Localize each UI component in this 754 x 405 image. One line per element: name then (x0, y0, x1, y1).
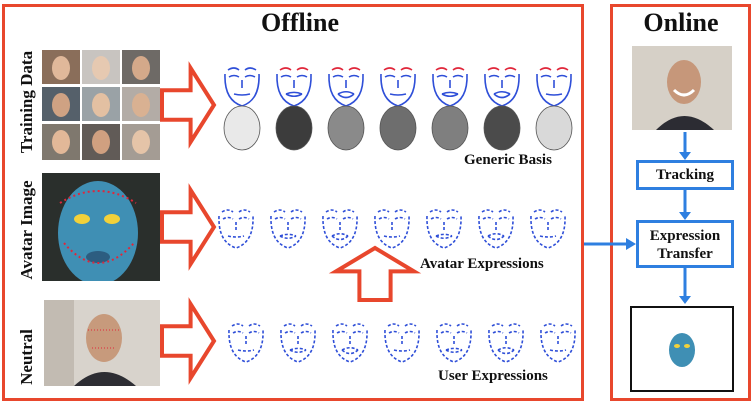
caption-avatar-expressions: Avatar Expressions (420, 256, 544, 272)
online-result-frame (630, 306, 734, 392)
avatar-expression-sketch-1 (218, 209, 254, 249)
avatar-expression-sketch-5 (426, 209, 462, 249)
avatar-image (42, 173, 160, 281)
generic-basis-grayscale-face-3 (327, 105, 365, 151)
offline-title: Offline (261, 8, 339, 37)
step-3-arrow (160, 297, 217, 385)
user-expression-sketch-7 (540, 323, 576, 363)
generic-basis-sketch-7 (536, 67, 572, 107)
neutral-user-photo (44, 300, 160, 386)
caption-user-expressions: User Expressions (438, 368, 548, 384)
generic-basis-sketch-3 (328, 67, 364, 107)
offline-panel (2, 4, 584, 401)
caption-generic-basis: Generic Basis (464, 152, 552, 168)
arrow-offline-to-online-head (626, 238, 636, 250)
step-1-arrow (160, 61, 217, 149)
online-panel (610, 4, 751, 401)
generic-basis-sketch-1 (224, 67, 260, 107)
training-data-photo-grid (42, 50, 160, 160)
expression-transfer-label-2: Transfer (657, 246, 713, 262)
generic-basis-grayscale-face-5 (431, 105, 469, 151)
arrow-photo-to-tracking-head (679, 152, 691, 160)
result-avatar-icon (669, 333, 695, 367)
generic-basis-grayscale-face-1 (223, 105, 261, 151)
user-expression-sketch-6 (488, 323, 524, 363)
avatar-expression-sketch-7 (530, 209, 566, 249)
avatar-expression-sketch-3 (322, 209, 358, 249)
user-expression-sketch-1 (228, 323, 264, 363)
generic-basis-grayscale-face-4 (379, 105, 417, 151)
generic-basis-sketch-5 (432, 67, 468, 107)
online-title: Online (643, 8, 719, 37)
arrow-tracking-to-transfer-head (679, 212, 691, 220)
avatar-expression-sketch-6 (478, 209, 514, 249)
step-2-arrow (160, 183, 217, 271)
arrow-transfer-to-result-head (679, 296, 691, 304)
avatar-expression-sketch-2 (270, 209, 306, 249)
user-expression-sketch-3 (332, 323, 368, 363)
expression-transfer-label-1: Expression (649, 228, 721, 244)
user-expression-sketch-4 (384, 323, 420, 363)
generic-basis-sketch-6 (484, 67, 520, 107)
expression-transfer-box: Expression Transfer (636, 220, 734, 268)
generic-basis-grayscale-face-7 (535, 105, 573, 151)
generic-basis-sketch-2 (276, 67, 312, 107)
generic-basis-grayscale-face-2 (275, 105, 313, 151)
generic-basis-sketch-4 (380, 67, 416, 107)
tracking-label: Tracking (655, 167, 715, 183)
user-expression-sketch-2 (280, 323, 316, 363)
generic-basis-grayscale-face-6 (483, 105, 521, 151)
tracking-box: Tracking (636, 160, 734, 190)
user-expression-sketch-5 (436, 323, 472, 363)
online-user-photo (632, 46, 732, 130)
avatar-expression-sketch-4 (374, 209, 410, 249)
step-4-arrow (328, 245, 422, 302)
